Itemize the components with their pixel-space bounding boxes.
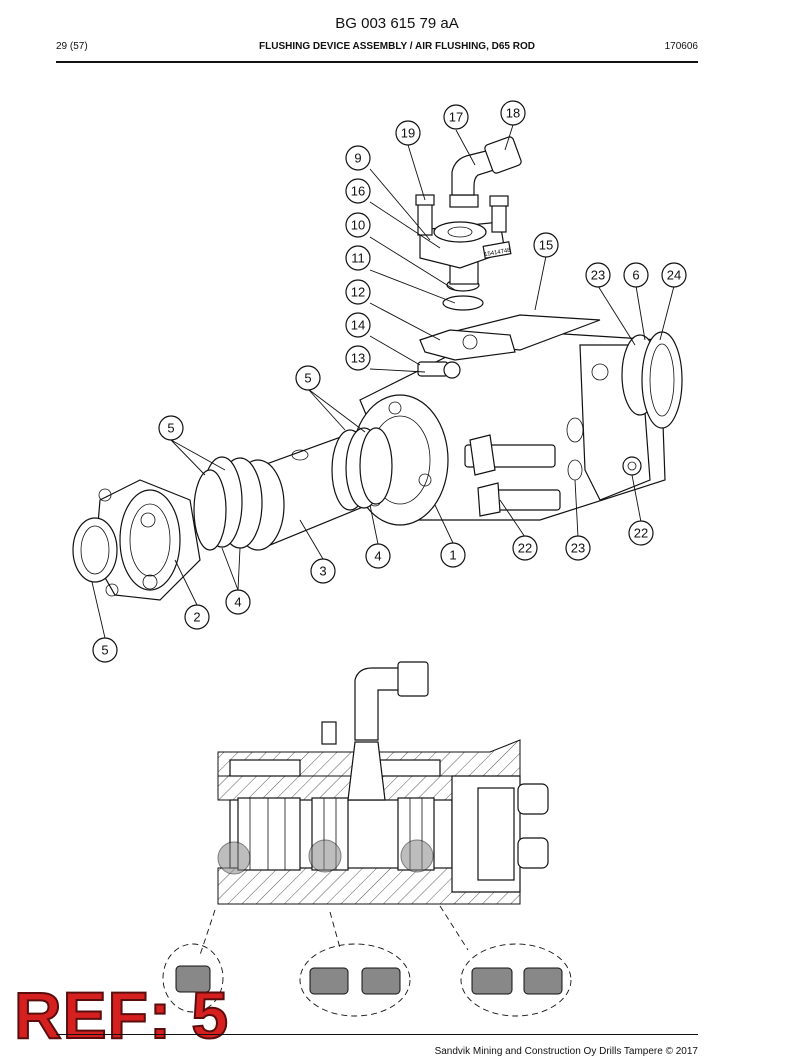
callout-8: 17 (443, 104, 469, 130)
svg-text:22: 22 (634, 526, 648, 541)
svg-text:5: 5 (167, 421, 174, 436)
section-view (162, 661, 572, 1017)
svg-text:2: 2 (193, 610, 200, 625)
svg-text:18: 18 (506, 106, 520, 121)
document-code: BG 003 615 79 aA (335, 15, 459, 32)
svg-text:1: 1 (449, 548, 456, 563)
callout-15: 13 (345, 345, 371, 371)
body-housing (351, 314, 683, 526)
callout-22: 22 (512, 535, 538, 561)
footer-rule (56, 1034, 698, 1035)
label-plate-number: 15414748 (484, 248, 512, 259)
callout-23: 23 (565, 535, 591, 561)
callout-3: 3 (310, 558, 336, 584)
callout-5-left: 5 (158, 415, 184, 441)
callout-14: 12 (345, 279, 371, 305)
svg-text:16: 16 (351, 184, 365, 199)
exploded-view: 15414748 (72, 100, 687, 663)
callout-4-left: 4 (225, 589, 251, 615)
callout-17: 22 (628, 520, 654, 546)
detail-center (299, 943, 411, 1017)
svg-text:9: 9 (354, 151, 361, 166)
svg-text:4: 4 (374, 549, 381, 564)
callout-2: 2 (184, 604, 210, 630)
callout-12: 10 (345, 212, 371, 238)
document-date: 170606 (664, 41, 698, 52)
svg-text:10: 10 (351, 218, 365, 233)
callout-16: 14 (345, 312, 371, 338)
callout-24: 24 (661, 262, 687, 288)
callout-5-upper: 5 (295, 365, 321, 391)
callout-9: 18 (500, 100, 526, 126)
callout-11: 9 (345, 145, 371, 171)
svg-text:17: 17 (449, 110, 463, 125)
callout-18: 15 (533, 232, 559, 258)
svg-text:19: 19 (401, 126, 415, 141)
svg-text:23: 23 (591, 268, 605, 283)
front-flange (72, 469, 227, 601)
callout-1: 1 (440, 542, 466, 568)
callout-10: 19 (395, 120, 421, 146)
svg-text:15: 15 (539, 238, 553, 253)
callout-4-center: 4 (365, 543, 391, 569)
svg-text:4: 4 (234, 595, 241, 610)
detail-right (460, 943, 572, 1017)
inner-sleeve (201, 427, 393, 551)
callout-13: 11 (345, 245, 371, 271)
svg-text:12: 12 (351, 285, 365, 300)
svg-text:13: 13 (351, 351, 365, 366)
callout-6: 6 (623, 262, 649, 288)
svg-text:14: 14 (351, 318, 365, 333)
svg-text:5: 5 (304, 371, 311, 386)
callout-5-bottom: 5 (92, 637, 118, 663)
header-rule (56, 61, 698, 63)
callout-19: 23 (585, 262, 611, 288)
svg-text:6: 6 (632, 268, 639, 283)
svg-text:11: 11 (351, 251, 365, 266)
leader-lines (91, 124, 675, 639)
footer-copyright: Sandvik Mining and Construction Oy Drill… (434, 1046, 698, 1057)
svg-text:24: 24 (667, 268, 681, 283)
svg-text:23: 23 (571, 541, 585, 556)
page-title: FLUSHING DEVICE ASSEMBLY / AIR FLUSHING,… (259, 41, 535, 52)
detail-left (162, 943, 224, 1013)
svg-text:3: 3 (319, 564, 326, 579)
callout-7: 16 (345, 178, 371, 204)
ref-stamp: REF: 5 (13, 978, 230, 1052)
svg-text:22: 22 (518, 541, 532, 556)
svg-text:5: 5 (101, 643, 108, 658)
flushing-head: 15414748 (415, 136, 522, 311)
page-number: 29 (57) (56, 41, 88, 52)
